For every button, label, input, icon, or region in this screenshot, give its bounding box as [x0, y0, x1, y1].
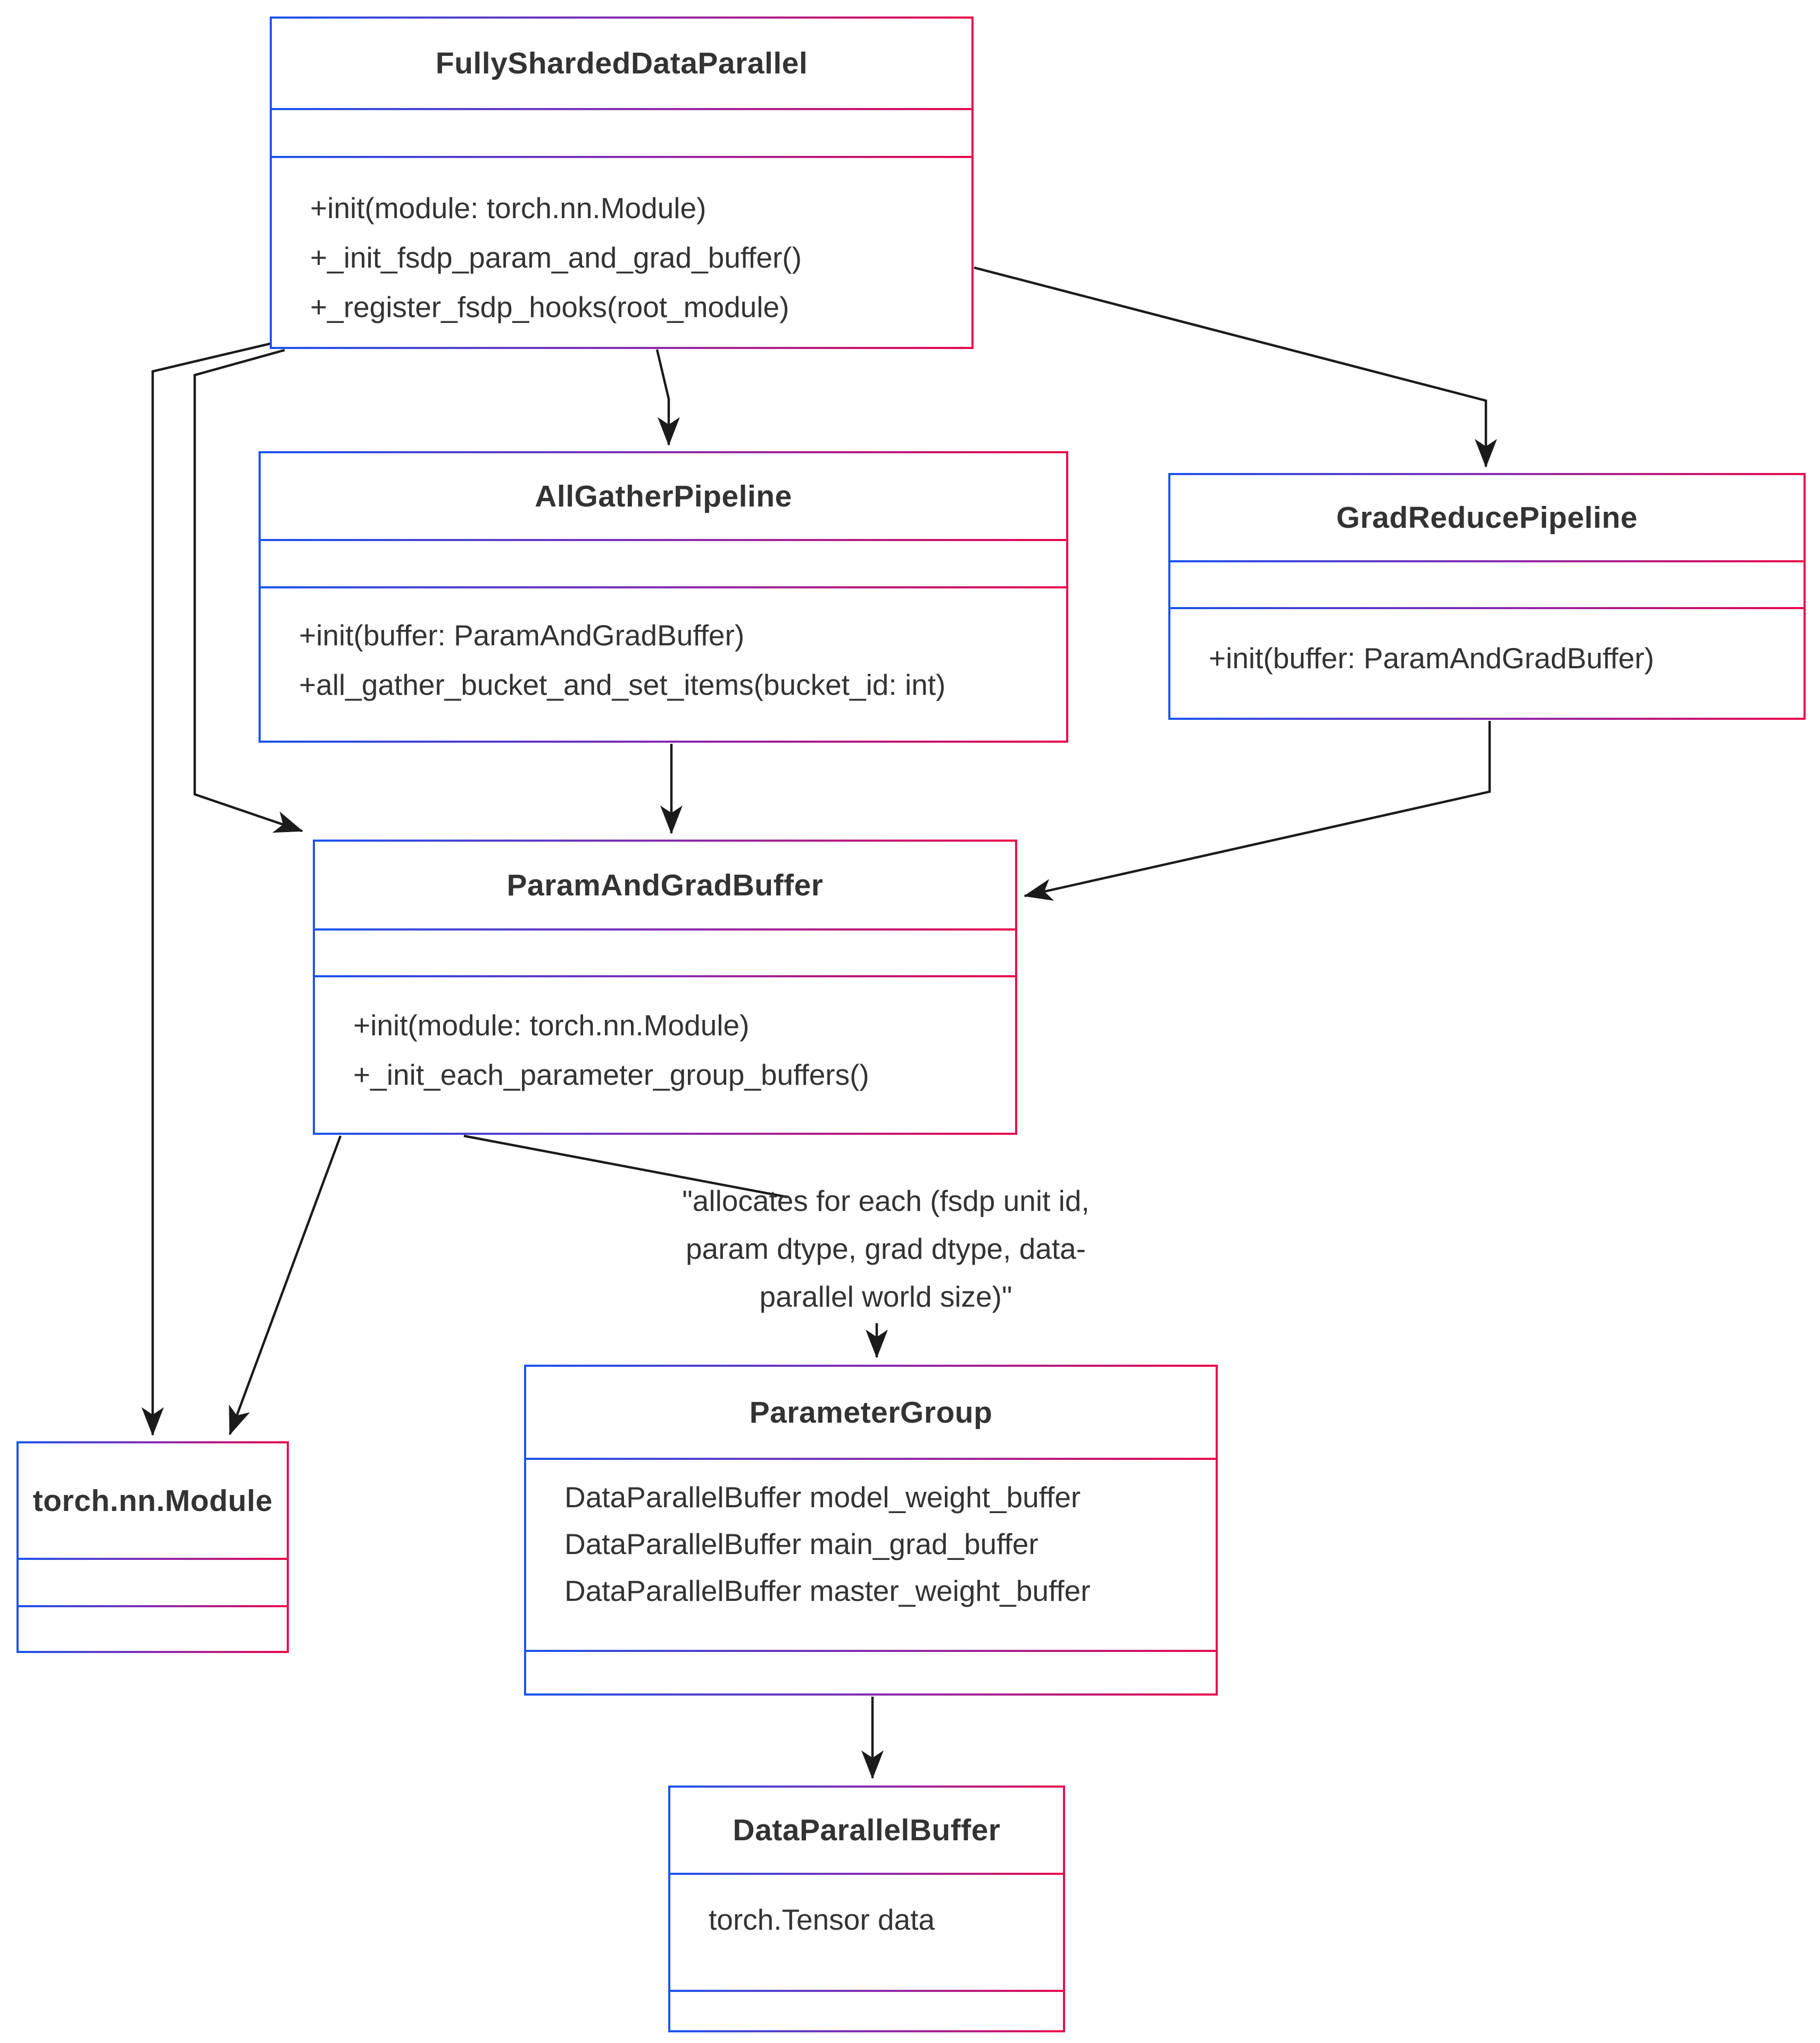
divider [272, 108, 971, 110]
divider [261, 539, 1066, 541]
class-box-gradreducepipeline: GradReducePipeline +init(buffer: ParamAn… [1168, 473, 1806, 720]
edge-gradreduce-to-parambuf [1024, 721, 1491, 901]
class-box-allgatherpipeline: AllGatherPipeline +init(buffer: ParamAnd… [259, 451, 1068, 743]
method-item: +init(module: torch.nn.Module) [310, 192, 707, 225]
class-box-dataparallelbuffer: DataParallelBuffer torch.Tensor data [668, 1785, 1065, 2032]
methods-section: +init(module: torch.nn.Module) +_init_fs… [272, 158, 971, 332]
divider [670, 1990, 1063, 1992]
methods-section: +init(buffer: ParamAndGradBuffer) [1170, 609, 1804, 683]
method-item: +all_gather_bucket_and_set_items(bucket_… [299, 668, 946, 701]
class-box-parametergroup: ParameterGroup DataParallelBuffer model_… [524, 1365, 1218, 1696]
methods-section: +init(buffer: ParamAndGradBuffer) +all_g… [261, 588, 1066, 710]
attributes-section [315, 931, 1015, 975]
annotation-line: param dtype, grad dtype, data- [685, 1232, 1086, 1265]
class-title: ParameterGroup [749, 1395, 993, 1430]
class-box-fullyshardeddataparallel: FullyShardedDataParallel +init(module: t… [270, 16, 974, 349]
method-item: +init(module: torch.nn.Module) [353, 1009, 750, 1042]
methods-section: +init(module: torch.nn.Module) +_init_ea… [315, 977, 1015, 1100]
method-item: +_register_fsdp_hooks(root_module) [310, 290, 790, 323]
edge-fsdp-to-torchmodule [142, 342, 273, 1436]
attributes-section [1170, 562, 1804, 607]
attribute-item: DataParallelBuffer main_grad_buffer [564, 1527, 1038, 1560]
divider [19, 1605, 287, 1607]
attributes-section [261, 541, 1066, 586]
class-title: torch.nn.Module [32, 1483, 273, 1518]
class-title: AllGatherPipeline [535, 479, 792, 513]
edge-fsdp-to-gradreduce [974, 266, 1497, 468]
class-title: FullyShardedDataParallel [435, 46, 808, 80]
divider [272, 156, 971, 158]
method-item: +init(buffer: ParamAndGradBuffer) [299, 619, 745, 652]
annotation-line: parallel world size)" [759, 1280, 1012, 1313]
attribute-item: DataParallelBuffer model_weight_buffer [564, 1481, 1081, 1514]
attribute-item: DataParallelBuffer master_weight_buffer [564, 1574, 1091, 1607]
divider [526, 1650, 1216, 1652]
divider [670, 1873, 1063, 1875]
edge-fsdp-to-allgather [655, 349, 680, 446]
class-title: DataParallelBuffer [733, 1813, 1001, 1847]
attribute-item: torch.Tensor data [709, 1903, 935, 1936]
divider [315, 975, 1015, 977]
attributes-section [19, 1560, 287, 1605]
attributes-section [272, 110, 971, 156]
edge-parambuf-to-torchmodule [228, 1135, 342, 1435]
annotation-line: "allocates for each (fsdp unit id, [682, 1184, 1090, 1217]
method-item: +_init_each_parameter_group_buffers() [353, 1058, 869, 1091]
class-title: ParamAndGradBuffer [506, 868, 824, 902]
class-title: GradReducePipeline [1336, 501, 1638, 535]
divider [1170, 607, 1804, 609]
attributes-section: DataParallelBuffer model_weight_buffer D… [526, 1460, 1216, 1650]
divider [19, 1558, 287, 1560]
annotation-note: "allocates for each (fsdp unit id, param… [593, 1177, 1178, 1321]
class-box-paramandgradbuffer: ParamAndGradBuffer +init(module: torch.n… [313, 840, 1017, 1135]
attributes-section: torch.Tensor data [670, 1875, 1063, 1990]
method-item: +_init_fsdp_param_and_grad_buffer() [310, 241, 802, 274]
divider [1170, 560, 1804, 562]
class-box-torch-nn-module: torch.nn.Module [16, 1441, 289, 1653]
divider [315, 928, 1015, 931]
divider [526, 1458, 1216, 1460]
method-item: +init(buffer: ParamAndGradBuffer) [1209, 642, 1655, 675]
divider [261, 586, 1066, 588]
